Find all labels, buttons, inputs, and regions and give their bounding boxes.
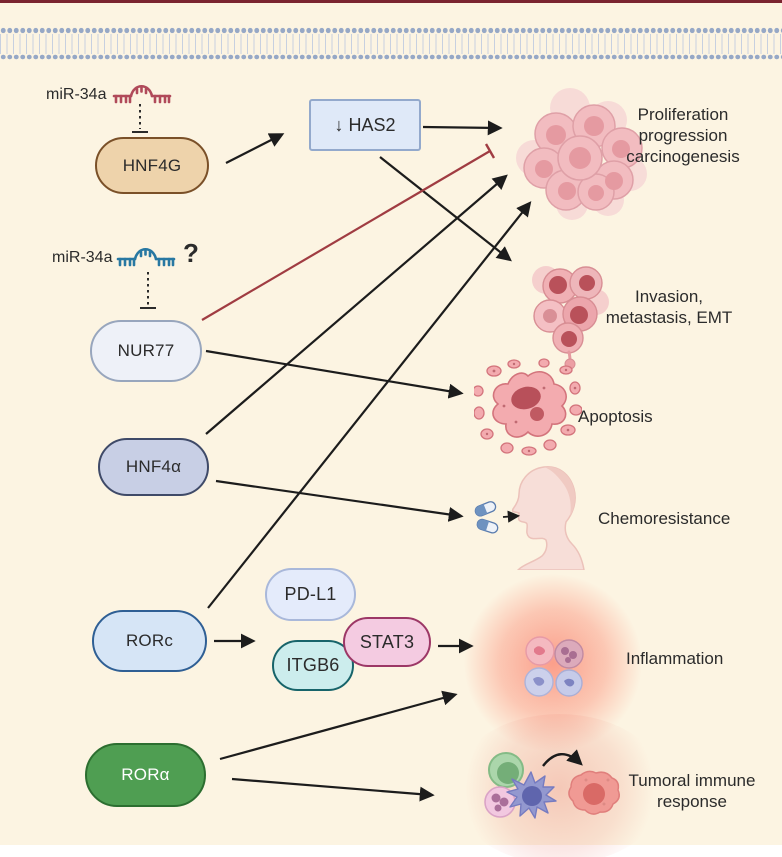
cell-membrane-icon xyxy=(0,27,782,60)
node-nur77: NUR77 xyxy=(90,320,202,382)
node-rorc: RORc xyxy=(92,610,207,672)
patient-head-icon xyxy=(511,466,585,570)
mir34a-top-label: miR-34a xyxy=(46,86,107,103)
node-has2-label: HAS2 xyxy=(348,114,396,135)
proliferation-cells-icon xyxy=(516,88,647,220)
node-pdl1: PD-L1 xyxy=(265,568,356,621)
outcome-chemoresistance-label: Chemoresistance xyxy=(598,509,731,528)
apoptosis-cell-icon xyxy=(474,358,582,456)
figure-top-border xyxy=(0,0,782,3)
node-pdl1-label: PD-L1 xyxy=(284,584,337,604)
pills-icon xyxy=(474,501,499,534)
node-has2: ↓ HAS2 xyxy=(309,99,421,151)
mir34a-mid-label: miR-34a xyxy=(52,249,113,266)
node-itgb6-label: ITGB6 xyxy=(286,655,340,675)
uncertainty-question-mark: ? xyxy=(183,238,199,268)
down-arrow-icon: ↓ xyxy=(334,114,344,135)
outcome-proliferation-label: Proliferation progression carcinogenesis xyxy=(626,105,740,166)
node-stat3: STAT3 xyxy=(343,617,431,667)
inflammation-cells-icon xyxy=(524,636,584,697)
node-stat3-label: STAT3 xyxy=(359,631,415,652)
outcome-invasion-label: Invasion, metastasis, EMT xyxy=(605,287,733,327)
invasion-cells-icon xyxy=(532,266,609,370)
node-hnf4g: HNF4G xyxy=(95,137,209,194)
outcome-apoptosis-label: Apoptosis xyxy=(578,407,653,426)
node-hnf4a-label: HNF4α xyxy=(125,457,182,476)
tumoral-immune-cells-icon xyxy=(484,749,620,819)
node-itgb6: ITGB6 xyxy=(272,640,354,691)
node-nur77-label: NUR77 xyxy=(117,341,175,360)
node-hnf4g-label: HNF4G xyxy=(122,155,182,175)
outcome-tumoral-immune-label: Tumoral immune response xyxy=(628,771,756,811)
node-rora-label: RORα xyxy=(121,765,170,784)
outcome-inflammation-label: Inflammation xyxy=(626,649,724,668)
node-rorc-label: RORc xyxy=(125,631,174,650)
mirna-blue-icon xyxy=(116,247,176,267)
node-hnf4a: HNF4α xyxy=(98,438,209,496)
node-rora: RORα xyxy=(85,743,206,807)
mirna-red-icon xyxy=(112,84,172,104)
